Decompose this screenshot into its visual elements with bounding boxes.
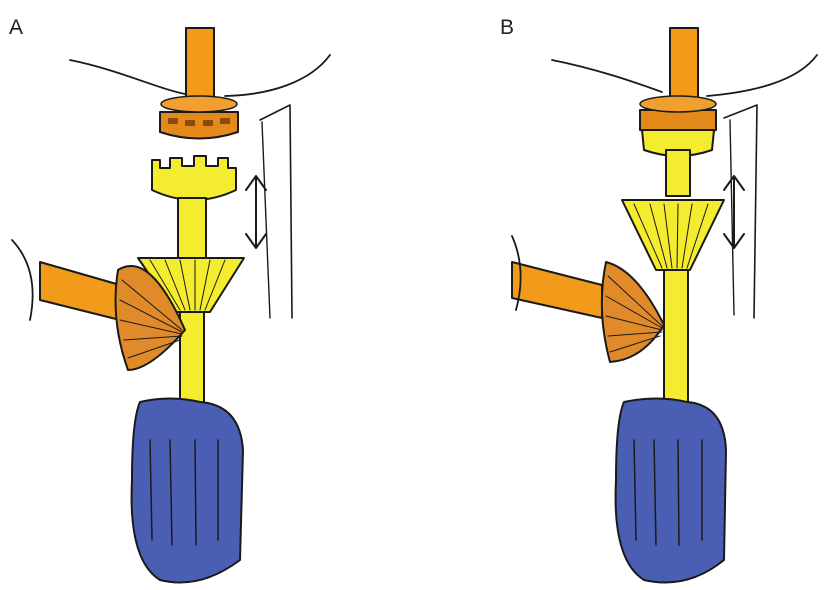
yellow-shaft-upper-a <box>178 198 206 258</box>
side-bevel-gear-b <box>602 262 664 362</box>
side-shaft-b <box>512 262 602 318</box>
lower-clutch-crown-a <box>152 156 236 200</box>
blue-handle-b <box>616 399 726 583</box>
frame-side-a <box>260 105 292 318</box>
side-shaft-a <box>40 262 120 320</box>
frame-line-left-a <box>70 60 190 95</box>
mechanism-drawing-b <box>412 0 824 590</box>
upper-clutch-a <box>160 112 238 139</box>
double-headed-arrow-icon <box>724 176 744 248</box>
frame-line-right-b <box>707 55 817 96</box>
yellow-shaft-upper-b <box>666 150 690 196</box>
blue-handle-a <box>132 399 243 583</box>
frame-line-right-a <box>225 55 330 96</box>
panel-b: B <box>412 0 824 590</box>
frame-side-b <box>724 105 757 318</box>
upper-clutch-top-b <box>640 96 716 112</box>
upper-clutch-top-a <box>161 96 237 112</box>
panel-a: A <box>0 0 412 590</box>
side-shaft-end-a <box>12 240 33 320</box>
double-headed-arrow-icon <box>246 176 266 248</box>
frame-inner-a <box>262 122 270 318</box>
frame-line-left-b <box>552 60 662 92</box>
yellow-shaft-lower-b <box>664 270 688 405</box>
mechanism-drawing-a <box>0 0 412 590</box>
